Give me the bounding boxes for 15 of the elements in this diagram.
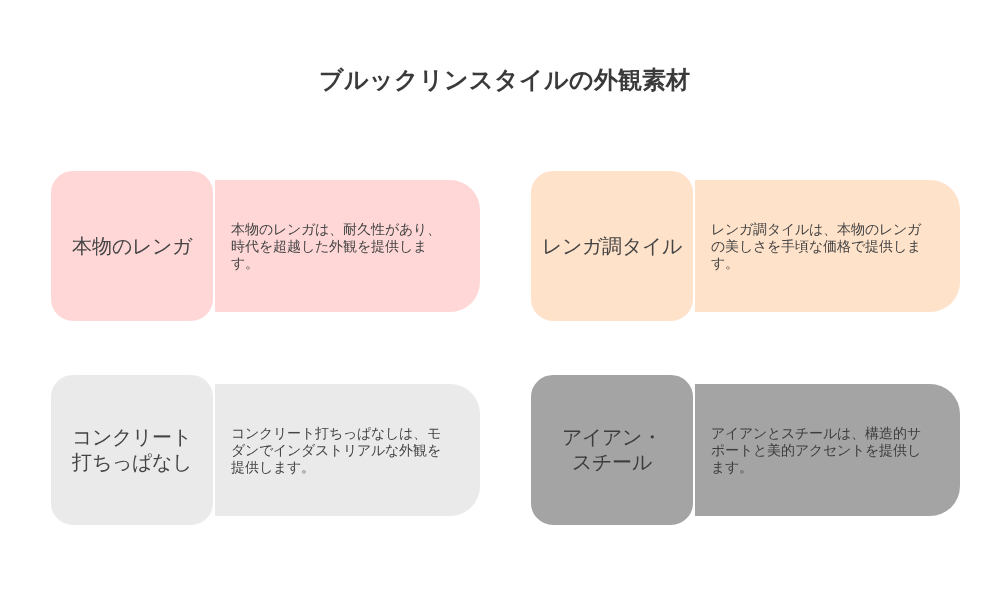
material-card [529, 373, 695, 527]
material-card [49, 169, 215, 323]
material-name: 本物のレンガ [71, 233, 194, 259]
description-text: レンガ調タイルは、本物のレンガの美しさを手頃な価格で提供します。 [711, 220, 923, 272]
description-panel [695, 384, 960, 516]
material-name: レンガ調タイル [541, 233, 683, 259]
material-name: アイアン・スチール [561, 425, 663, 475]
description-text: コンクリート打ちっぱなしは、モダンでインダストリアルな外観を提供します。 [231, 424, 442, 476]
material-name: コンクリート打ちっぱなし [71, 425, 193, 475]
description-text: アイアンとスチールは、構造的サポートと美的アクセントを提供します。 [711, 424, 922, 476]
diagram-title: ブルックリンスタイルの外観素材 [317, 65, 691, 96]
description-panel [215, 180, 480, 312]
description-text: 本物のレンガは、耐久性があり、時代を超越した外観を提供します。 [231, 220, 442, 272]
material-card [529, 169, 695, 323]
description-panel [695, 180, 960, 312]
